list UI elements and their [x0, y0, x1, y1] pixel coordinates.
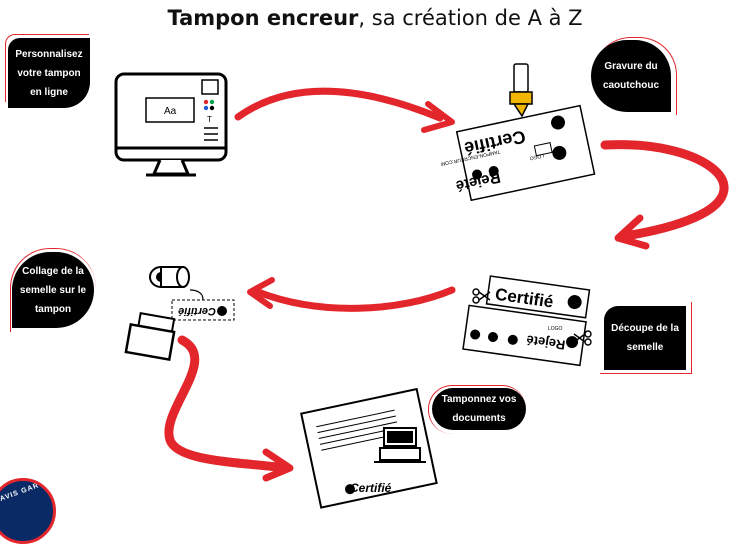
step-personnalisez-label: Personnalisez votre tampon en ligne — [15, 48, 83, 98]
bubble-ring-personnalisez — [5, 34, 89, 102]
step-personnalisez: Personnalisez votre tampon en ligne — [8, 38, 90, 108]
scissors-icon-2 — [573, 330, 592, 346]
process-illustrations: Aa T Certifié Rejeté LOGO TAMPON-ENCREUR… — [114, 63, 729, 509]
arrow-1 — [234, 87, 455, 133]
stamp-illustration — [374, 427, 426, 463]
scissors-icon — [472, 288, 491, 304]
engraving-tool-illustration — [509, 63, 533, 118]
strip-certifie: Certifié — [178, 305, 216, 317]
arrow-4 — [164, 335, 294, 482]
cut-sheet — [462, 275, 591, 367]
text-tool-icon: T — [207, 115, 212, 124]
bubble-ring-gravure — [593, 37, 677, 115]
collage-illustration — [124, 266, 235, 362]
screen-text: Aa — [164, 106, 177, 117]
step-collage: Collage de la semelle sur le tampon — [12, 252, 94, 328]
engraved-logo: LOGO — [529, 152, 544, 161]
engraved-sheet — [455, 104, 596, 202]
monitor-illustration — [114, 72, 228, 177]
title-rest: , sa création de A à Z — [358, 6, 583, 30]
page-title: Tampon encreur, sa création de A à Z — [0, 6, 750, 30]
cut-rejete: Rejeté — [525, 332, 566, 352]
document-certifie: Certifié — [350, 481, 392, 495]
step-collage-label: Collage de la semelle sur le tampon — [19, 265, 87, 315]
step-gravure: Gravure du caoutchouc — [591, 40, 671, 112]
step-tamponnez: Tamponnez vos documents — [432, 388, 526, 430]
step-decoupe: Découpe de la semelle — [604, 306, 686, 370]
bubble-ring-collage — [10, 248, 96, 332]
arrow-2 — [600, 140, 729, 250]
arrow-3 — [247, 277, 456, 312]
bubble-ring-decoupe — [600, 302, 692, 374]
step-gravure-label: Gravure du caoutchouc — [602, 61, 660, 91]
title-bold: Tampon encreur — [167, 6, 359, 30]
avis-garantis-text: AVIS GAR — [0, 482, 41, 503]
step-tamponnez-label: Tamponnez vos documents — [441, 394, 517, 424]
bubble-ring-tamponnez — [428, 385, 526, 434]
step-decoupe-label: Découpe de la semelle — [611, 323, 679, 353]
cut-logo: LOGO — [548, 326, 563, 332]
